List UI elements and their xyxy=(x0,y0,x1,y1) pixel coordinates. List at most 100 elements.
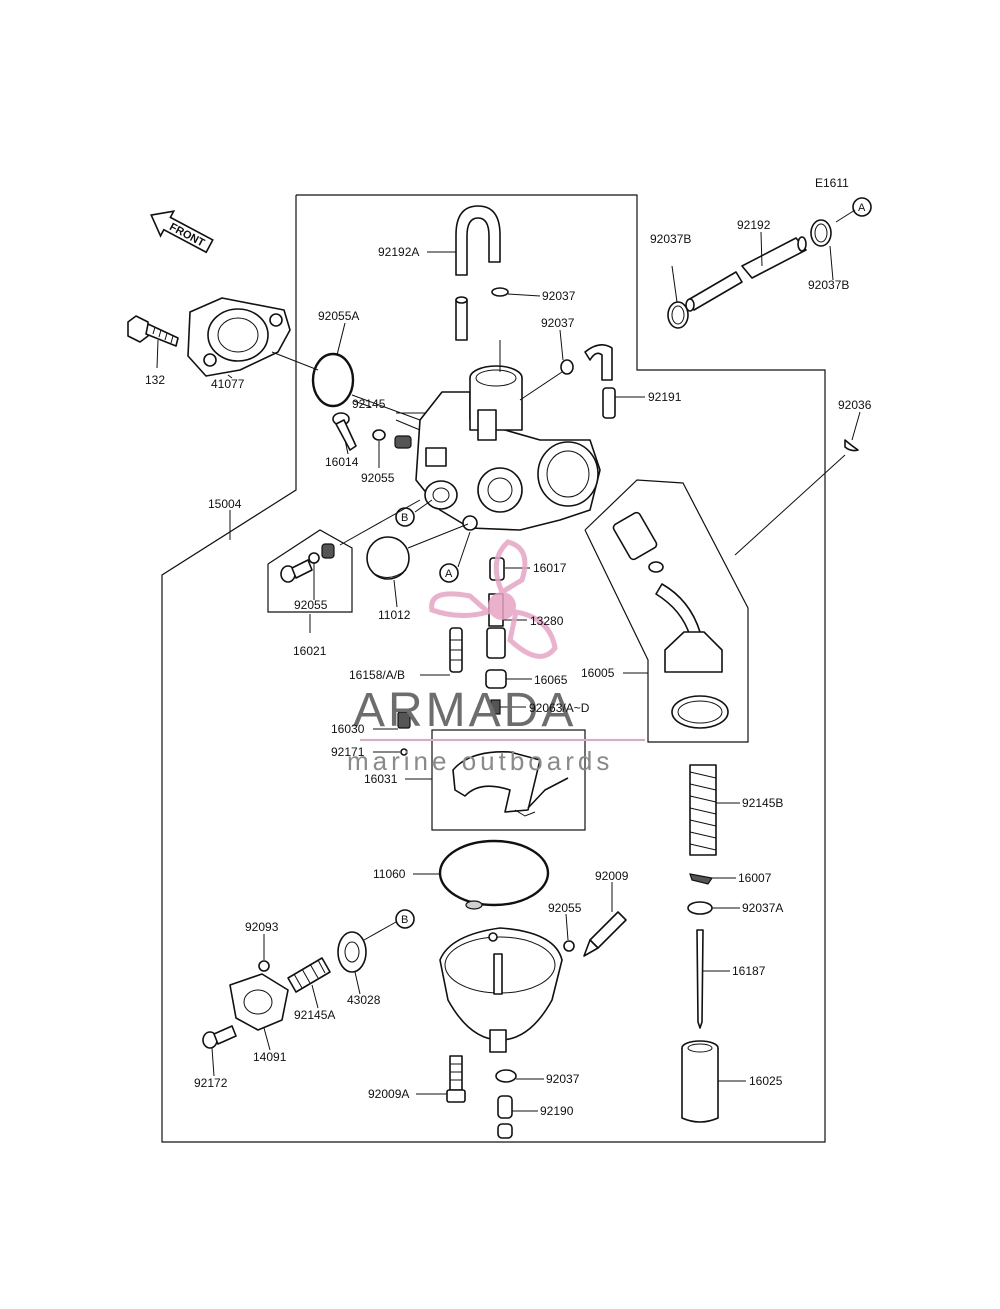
plunger-16005 xyxy=(612,511,729,729)
label-92172: 92172 xyxy=(194,1076,228,1090)
label-92036: 92036 xyxy=(838,398,872,412)
label-92192: 92192 xyxy=(737,218,771,232)
label-92055-a: 92055 xyxy=(361,471,395,485)
clip-92037-mid xyxy=(560,359,574,375)
bolt-132 xyxy=(127,315,179,347)
washer-92093 xyxy=(258,960,270,972)
insulator-41077 xyxy=(187,297,291,377)
clip-92037A xyxy=(687,901,713,915)
svg-text:A: A xyxy=(445,568,453,580)
screw-92009A xyxy=(446,1055,466,1103)
gasket-11060-tab xyxy=(465,900,483,910)
spring-92145B xyxy=(689,764,717,856)
assembly-frame xyxy=(161,194,826,1143)
throttle-valve-16025 xyxy=(681,1040,719,1123)
pin-16030 xyxy=(397,711,411,729)
gasket-11060 xyxy=(438,839,550,907)
label-92145: 92145 xyxy=(352,397,386,411)
label-92037-mid: 92037 xyxy=(541,316,575,330)
label-16025: 16025 xyxy=(749,1074,783,1088)
label-16007: 16007 xyxy=(738,871,772,885)
label-92037-top: 92037 xyxy=(542,289,576,303)
float-chamber xyxy=(439,927,563,1053)
clip-92037-bottom xyxy=(495,1069,517,1083)
spring-92145 xyxy=(394,435,412,449)
label-16187: 16187 xyxy=(732,964,766,978)
ref-marker-b-lower: B xyxy=(395,909,415,929)
box-16021 xyxy=(267,529,353,613)
screw-92172 xyxy=(202,1025,237,1049)
ref-marker-b-upper: B xyxy=(395,507,415,527)
watermark-logo xyxy=(429,539,558,659)
label-92171: 92171 xyxy=(331,745,365,759)
hose-92192 xyxy=(685,236,807,312)
o-ring-92055A xyxy=(311,352,355,408)
label-92055-b: 92055 xyxy=(294,598,328,612)
label-92192A: 92192A xyxy=(378,245,419,259)
clamp-92037B-left xyxy=(667,301,689,329)
label-16021: 16021 xyxy=(293,644,327,658)
washer-92055-a xyxy=(372,429,386,441)
cap-11012 xyxy=(366,536,410,580)
svg-text:B: B xyxy=(401,512,408,524)
label-11060: 11060 xyxy=(373,867,406,881)
clamp-92037B-right xyxy=(810,219,832,247)
pipe-92191 xyxy=(584,344,616,419)
tube-92190 xyxy=(497,1095,513,1139)
label-16017: 16017 xyxy=(533,561,567,575)
label-41077: 41077 xyxy=(211,377,245,391)
label-92055A: 92055A xyxy=(318,309,359,323)
needle-16187 xyxy=(696,929,704,1029)
clip-92037-top xyxy=(491,287,509,297)
label-11012: 11012 xyxy=(378,608,411,622)
label-92190: 92190 xyxy=(540,1104,574,1118)
label-16065: 16065 xyxy=(534,673,568,687)
washer-43028 xyxy=(337,931,367,973)
label-16158: 16158/A/B xyxy=(349,668,405,682)
ref-marker-a-mid: A xyxy=(439,563,459,583)
label-16005: 16005 xyxy=(581,666,615,680)
pilot-jet-16158 xyxy=(449,627,463,673)
washer-92055-b xyxy=(308,552,320,564)
label-43028: 43028 xyxy=(347,993,381,1007)
label-132: 132 xyxy=(145,373,165,387)
label-13280: 13280 xyxy=(530,614,564,628)
needle-valve-92009 xyxy=(583,911,627,957)
diagram-code: E1611 xyxy=(815,176,849,190)
part-labels: 92192A 92037 92037 92191 92192 92037B 92… xyxy=(145,218,872,1118)
spring-92145A xyxy=(287,957,331,993)
clip-16007 xyxy=(689,873,714,885)
cover-14091 xyxy=(229,973,289,1031)
label-92055-c: 92055 xyxy=(548,901,582,915)
label-92093: 92093 xyxy=(245,920,279,934)
float-16031 xyxy=(452,751,569,817)
label-16030: 16030 xyxy=(331,722,365,736)
ref-marker-a-top: A xyxy=(852,197,872,217)
label-16031: 16031 xyxy=(364,772,398,786)
gasket-92171 xyxy=(400,748,408,756)
carburetor-body xyxy=(415,365,601,531)
washer-92055-c xyxy=(563,940,575,952)
watermark-brand: ARMADA xyxy=(353,684,576,737)
front-arrow-icon: FRONT xyxy=(150,210,214,254)
label-92145B: 92145B xyxy=(742,796,783,810)
label-92037B-left: 92037B xyxy=(650,232,691,246)
screw-16021 xyxy=(280,559,313,583)
hose-92192A xyxy=(455,205,501,341)
spring-16021 xyxy=(321,543,335,559)
label-92063: 92063/A~D xyxy=(529,701,590,715)
label-92009: 92009 xyxy=(595,869,629,883)
label-92191: 92191 xyxy=(648,390,682,404)
label-15004: 15004 xyxy=(208,497,242,511)
label-92145A: 92145A xyxy=(294,1008,335,1022)
screw-16014 xyxy=(332,412,357,451)
svg-text:A: A xyxy=(858,202,866,214)
label-92009A: 92009A xyxy=(368,1087,409,1101)
watermark-tagline: marine outboards xyxy=(347,746,613,776)
label-14091: 14091 xyxy=(253,1050,287,1064)
box-16031 xyxy=(431,729,586,831)
box-16005 xyxy=(584,479,749,743)
label-92037B-right: 92037B xyxy=(808,278,849,292)
label-92037-bottom: 92037 xyxy=(546,1072,580,1086)
